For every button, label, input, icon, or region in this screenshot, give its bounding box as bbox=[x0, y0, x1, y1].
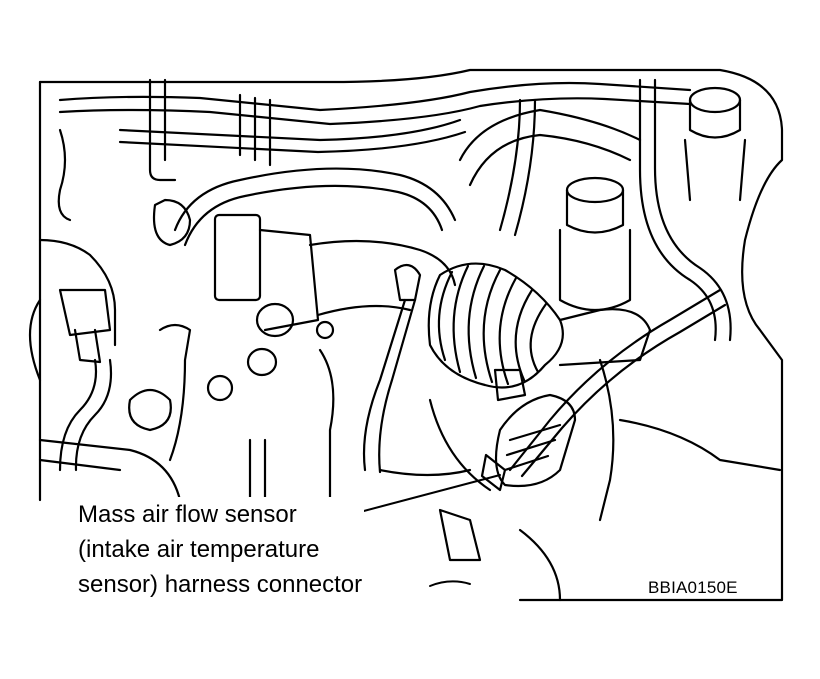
figure-code: BBIA0150E bbox=[648, 578, 738, 597]
callout-line-2: (intake air temperature bbox=[78, 536, 320, 563]
hose-left bbox=[173, 167, 457, 232]
callout-line-3: sensor) harness connector bbox=[78, 571, 363, 598]
sensor-wire bbox=[508, 288, 722, 472]
engine-outline bbox=[38, 68, 784, 602]
tube-bundle bbox=[58, 81, 692, 112]
air-duct bbox=[308, 239, 457, 287]
reservoir bbox=[558, 176, 632, 311]
throttle-body bbox=[213, 213, 262, 302]
callout-line-1: Mass air flow sensor bbox=[78, 501, 297, 528]
intake-boot bbox=[427, 262, 564, 389]
leader-line bbox=[359, 474, 501, 513]
cap bbox=[683, 86, 747, 202]
component-callout: Mass air flow sensor (intake air tempera… bbox=[78, 497, 365, 602]
